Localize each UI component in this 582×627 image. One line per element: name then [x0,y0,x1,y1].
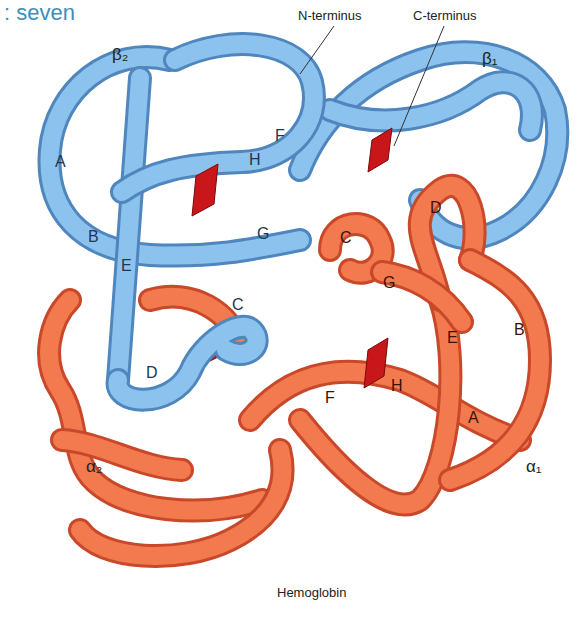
terminus-label: C-terminus [413,9,477,22]
helix-letter: F [325,390,335,406]
helix-letter: G [383,275,395,291]
helix-letter: E [121,258,132,274]
helix-letter: B [514,322,525,338]
helix-letter: A [468,410,479,426]
heme-group [364,338,388,388]
alpha1-chain [250,186,540,505]
heme-group [192,164,218,216]
helix-letter: C [232,297,244,313]
helix-letter: G [257,226,269,242]
beta2-chain [50,44,314,400]
helix-letter: D [430,200,442,216]
figure-caption: Hemoglobin [277,586,346,599]
subunit-label: β₁ [482,50,498,67]
subunit-label: β₂ [112,46,128,63]
terminus-label: N-terminus [298,9,362,22]
heme-group [368,128,392,172]
subunit-label: α₂ [86,458,102,475]
helix-letter: A [55,154,66,170]
helix-letter: F [275,128,285,144]
helix-letter: D [146,365,158,381]
helix-letter: C [340,230,352,246]
helix-letter: H [249,152,261,168]
helix-letter: E [447,330,458,346]
helix-letter: B [88,229,99,245]
heading-fragment: : seven [4,2,75,24]
leader-line [300,26,334,74]
leader-line [394,26,444,146]
helix-letter: H [391,378,403,394]
subunit-label: α₁ [526,458,542,475]
